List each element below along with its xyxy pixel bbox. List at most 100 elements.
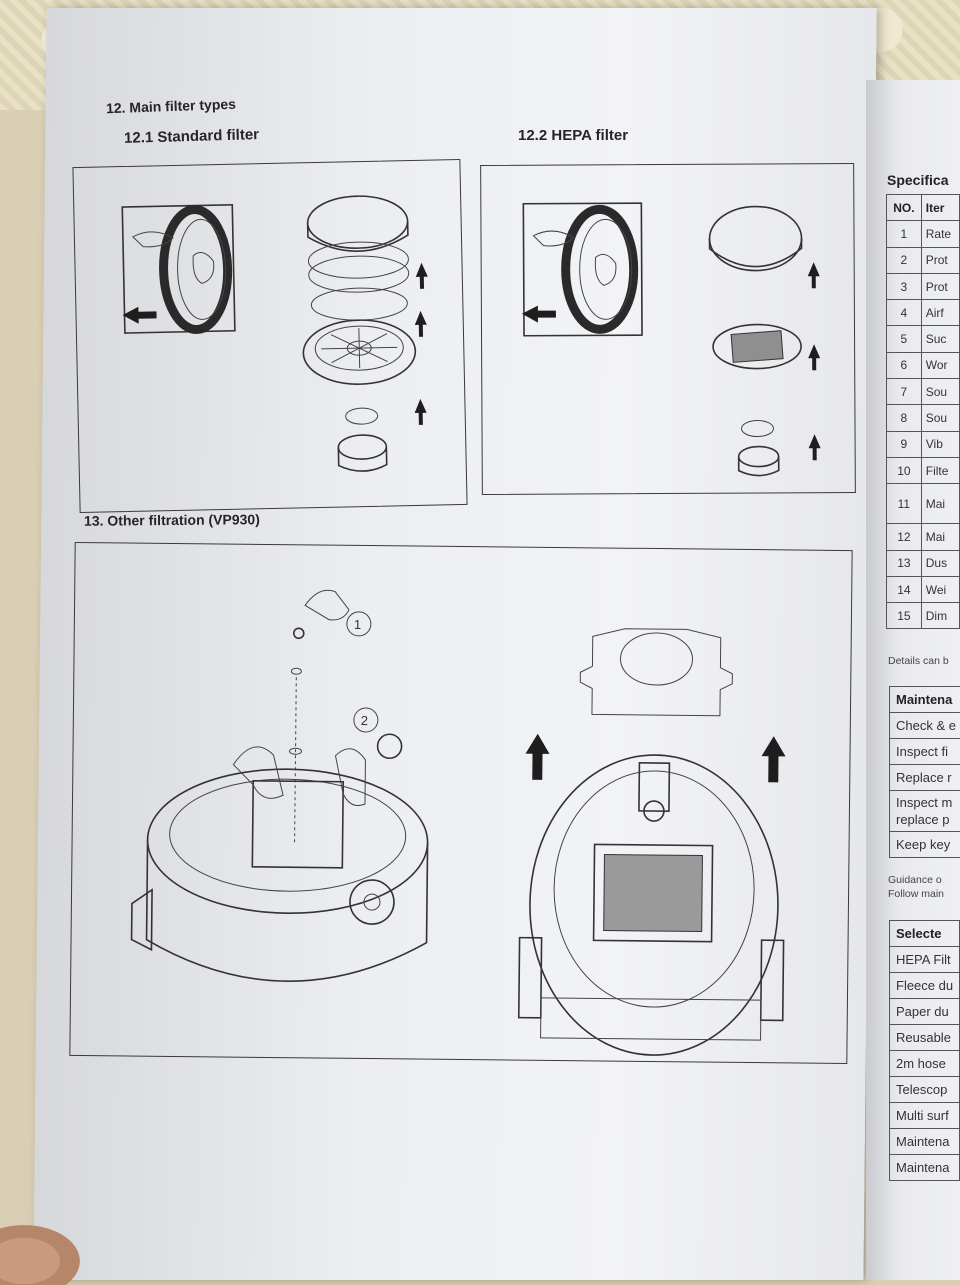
row-no: 11 [887,484,922,524]
table-row: Inspect fi [890,739,960,765]
row-item: Dim [921,603,959,629]
row-item: Replace r [890,765,960,791]
row-item: Wei [921,576,959,602]
table-row: Check & e [890,713,960,739]
table-row: HEPA Filt [890,947,960,973]
row-item: HEPA Filt [890,947,960,973]
maintenance-note: Guidance o [888,874,942,886]
row-no: 8 [887,405,922,431]
maintenance-header: Maintena [890,687,960,713]
row-item: Mai [921,524,959,550]
other-filtration-figure: 1 2 [69,542,852,1064]
maintenance-note: Follow main [888,888,944,900]
table-row: Fleece du [890,973,960,999]
thumb [0,1225,80,1285]
row-line: Inspect m [896,795,952,810]
row-no: 10 [887,457,922,483]
row-item: Keep key [890,832,960,858]
table-row: 2m hose [890,1051,960,1077]
hepa-filter-heading: 12.2 HEPA filter [518,127,628,144]
table-row: Telescop [890,1077,960,1103]
hepa-filter-illustration [481,164,855,494]
standard-filter-illustration [73,160,466,512]
maintenance-table: Maintena Check & e Inspect fi Replace r … [889,686,960,858]
row-no: 9 [887,431,922,457]
row-no: 13 [887,550,922,576]
table-row: Paper du [890,999,960,1025]
row-no: 7 [887,379,922,405]
row-item: Sou [921,379,959,405]
selected-accessories-table: Selecte HEPA Filt Fleece du Paper du Reu… [889,920,960,1181]
table-header-row: Selecte [890,921,960,947]
row-item: Reusable [890,1025,960,1051]
table-header-row: NO. Iter [887,195,960,221]
row-item: Dus [921,550,959,576]
header-no: NO. [887,195,922,221]
row-no: 15 [887,603,922,629]
row-item: Maintena [890,1129,960,1155]
step-2-label: 2 [361,713,368,728]
row-item: Inspect m replace p [890,791,960,832]
specifications-note: Details can b [888,655,949,667]
row-item: Suc [921,326,959,352]
table-row: Maintena [890,1129,960,1155]
standard-filter-figure [72,159,467,513]
row-item: Prot [921,273,959,299]
table-row: Replace r [890,765,960,791]
row-item: Airf [921,300,959,326]
table-row: Multi surf [890,1103,960,1129]
row-item: 2m hose [890,1051,960,1077]
row-no: 12 [887,524,922,550]
row-item: Check & e [890,713,960,739]
row-item: Sou [921,405,959,431]
hepa-filter-figure [480,163,856,495]
row-no: 5 [887,326,922,352]
row-item: Fleece du [890,973,960,999]
other-filtration-illustration: 1 2 [70,543,851,1063]
selected-header: Selecte [890,921,960,947]
row-no: 1 [887,221,922,247]
table-row: Reusable [890,1025,960,1051]
table-row: Keep key [890,832,960,858]
table-row: Maintena [890,1155,960,1181]
row-item: Multi surf [890,1103,960,1129]
specifications-title: Specifica [887,172,948,188]
row-item: Prot [921,247,959,273]
row-no: 6 [887,352,922,378]
row-item: Paper du [890,999,960,1025]
row-item: Rate [921,221,959,247]
row-item: Inspect fi [890,739,960,765]
row-no: 14 [887,576,922,602]
row-item: Telescop [890,1077,960,1103]
table-header-row: Maintena [890,687,960,713]
row-item: Wor [921,352,959,378]
step-1-label: 1 [354,617,361,632]
row-no: 4 [887,300,922,326]
section-13-heading: 13. Other filtration (VP930) [84,511,260,529]
row-no: 3 [887,273,922,299]
row-no: 2 [887,247,922,273]
row-line: replace p [896,812,949,827]
row-item: Mai [921,484,959,524]
header-item: Iter [921,195,959,221]
table-row: Inspect m replace p [890,791,960,832]
row-item: Vib [921,431,959,457]
row-item: Filte [921,457,959,483]
row-item: Maintena [890,1155,960,1181]
